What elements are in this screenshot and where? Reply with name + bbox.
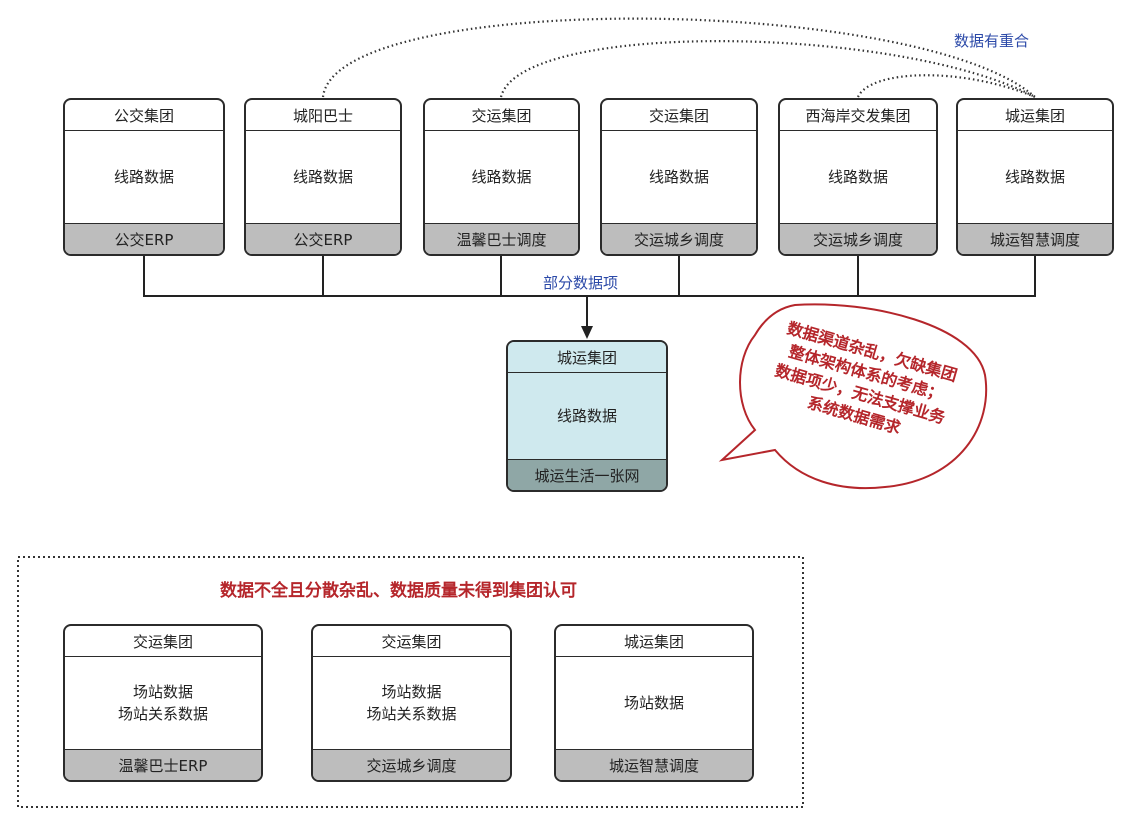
- node-header: 交运集团: [313, 626, 510, 657]
- node-body: 线路数据: [648, 168, 709, 186]
- node-header: 公交集团: [65, 100, 223, 131]
- overlap-curve-2: [499, 40, 1036, 98]
- node-footer: 公交ERP: [65, 223, 223, 254]
- node-header: 城阳巴士: [246, 100, 400, 131]
- node-header: 城运集团: [508, 342, 666, 373]
- source-node: 交运集团 线路数据 温馨巴士调度: [423, 98, 580, 256]
- node-header: 西海岸交发集团: [780, 100, 936, 131]
- node-footer: 城运生活一张网: [508, 459, 666, 490]
- arrow-head: [581, 326, 593, 339]
- source-node: 城阳巴士 线路数据 公交ERP: [244, 98, 402, 256]
- overlap-label: 数据有重合: [954, 32, 1030, 50]
- node-header: 交运集团: [65, 626, 261, 657]
- node-header: 城运集团: [958, 100, 1112, 131]
- node-body: 线路数据: [508, 373, 666, 459]
- node-header: 城运集团: [556, 626, 752, 657]
- body-line: 场站关系数据: [117, 705, 208, 723]
- source-node: 公交集团 线路数据 公交ERP: [63, 98, 225, 256]
- bottom-group-border: [17, 556, 804, 808]
- node-body: 线路数据: [827, 168, 888, 186]
- node-footer: 公交ERP: [246, 223, 400, 254]
- station-node: 交运集团 场站数据 场站关系数据 交运城乡调度: [311, 624, 512, 782]
- target-node: 城运集团 线路数据 城运生活一张网: [506, 340, 668, 492]
- source-node: 西海岸交发集团 线路数据 交运城乡调度: [778, 98, 938, 256]
- node-footer: 交运城乡调度: [780, 223, 936, 254]
- speech-bubble-shape: [718, 303, 988, 490]
- node-body: 线路数据: [292, 168, 353, 186]
- node-body: 场站数据 场站关系数据: [65, 657, 261, 749]
- node-footer: 城运智慧调度: [958, 223, 1112, 254]
- node-body: 场站数据 场站关系数据: [313, 657, 510, 749]
- station-node: 城运集团 场站数据 城运智慧调度: [554, 624, 754, 782]
- node-footer: 交运城乡调度: [602, 223, 756, 254]
- node-footer: 城运智慧调度: [556, 749, 752, 780]
- node-header: 交运集团: [602, 100, 756, 131]
- source-node: 城运集团 线路数据 城运智慧调度: [956, 98, 1114, 256]
- body-line: 场站数据: [381, 683, 442, 701]
- node-body: 线路数据: [471, 168, 532, 186]
- node-body: 线路数据: [113, 168, 174, 186]
- node-footer: 交运城乡调度: [313, 749, 510, 780]
- overlap-curve-1: [321, 17, 1036, 98]
- body-line: 场站关系数据: [366, 705, 457, 723]
- node-footer: 温馨巴士ERP: [65, 749, 261, 780]
- node-body: 线路数据: [1004, 168, 1065, 186]
- body-line: 场站数据: [132, 683, 193, 701]
- source-node: 交运集团 线路数据 交运城乡调度: [600, 98, 758, 256]
- node-header: 交运集团: [425, 100, 578, 131]
- bottom-group-title: 数据不全且分散杂乱、数据质量未得到集团认可: [220, 581, 577, 601]
- station-node: 交运集团 场站数据 场站关系数据 温馨巴士ERP: [63, 624, 263, 782]
- partial-data-label: 部分数据项: [543, 274, 619, 292]
- node-footer: 温馨巴士调度: [425, 223, 578, 254]
- body-line: 场站数据: [623, 694, 684, 712]
- node-body: 场站数据: [556, 657, 752, 749]
